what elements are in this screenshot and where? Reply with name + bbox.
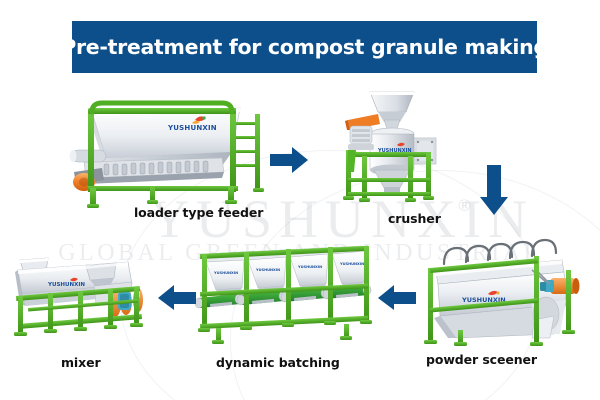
watermark-registered-icon: ® [458,196,471,215]
svg-text:YUSHUNXIN: YUSHUNXIN [255,268,280,272]
page-title: Pre-treatment for compost granule making [61,35,548,59]
crusher-motor [345,114,380,150]
feeder-roller-cylinder [69,149,107,163]
svg-text:YUSHUNXIN: YUSHUNXIN [167,124,217,132]
label-mixer: mixer [61,355,101,370]
machine-mixer[interactable]: YUSHUNXIN [8,252,168,352]
svg-text:YUSHUNXIN: YUSHUNXIN [213,271,238,275]
arrow-feeder-to-crusher [270,146,310,181]
crusher-inlet-funnel [369,91,415,133]
machine-loader-type-feeder[interactable]: YUSHUNXIN [62,100,267,210]
svg-text:YUSHUNXIN: YUSHUNXIN [377,148,412,154]
label-loader-type-feeder: loader type feeder [134,205,264,220]
label-dynamic-batching: dynamic batching [216,355,340,370]
feeder-frame-front [87,108,264,208]
sceener-dust-hooks [442,238,558,266]
svg-text:YUSHUNXIN: YUSHUNXIN [297,265,322,269]
batching-frame [198,245,372,344]
label-crusher: crusher [388,211,441,226]
crusher-support-frame [343,150,434,202]
svg-text:YUSHUNXIN: YUSHUNXIN [461,296,506,304]
mixer-frame [14,286,143,336]
arrow-batching-to-mixer [158,284,196,317]
batching-hoppers [205,250,367,299]
brand-logo-feeder: YUSHUNXIN [167,116,217,132]
batching-brand-logos: YUSHUNXIN YUSHUNXIN YUSHUNXIN YUSHUNXIN [213,262,364,275]
title-banner: Pre-treatment for compost granule making [61,21,548,73]
machine-crusher[interactable]: YUSHUNXIN [334,91,454,208]
crusher-side-panel [413,137,437,165]
svg-text:YUSHUNXIN: YUSHUNXIN [339,262,364,266]
svg-text:YUSHUNXIN: YUSHUNXIN [47,282,85,288]
sceener-frame [424,256,575,346]
crusher-body: YUSHUNXIN [369,127,415,176]
arrow-crusher-to-sceener [480,165,510,222]
arrow-sceener-to-batching [378,284,416,317]
machine-dynamic-batching[interactable]: YUSHUNXIN YUSHUNXIN YUSHUNXIN YUSHUNXIN [194,244,380,348]
machine-powder-sceener[interactable]: YUSHUNXIN [414,238,594,348]
label-powder-sceener: powder sceener [426,352,537,367]
